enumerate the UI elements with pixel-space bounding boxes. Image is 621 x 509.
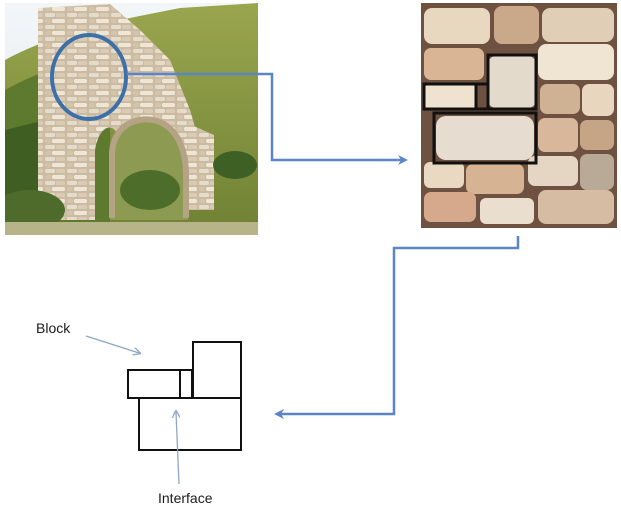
block-left: [127, 369, 193, 399]
block-schematic: [127, 341, 242, 451]
block-bottom: [138, 397, 242, 451]
arrow-right: [127, 72, 408, 165]
stone-arch-ruin-photo: [5, 3, 258, 235]
block-pointer: [85, 335, 139, 353]
interface-label: Interface: [158, 490, 213, 506]
circle-highlight: [50, 33, 128, 121]
block-top-right: [192, 341, 242, 399]
block-label: Block: [36, 320, 71, 336]
interface-pointer: [176, 412, 179, 485]
stone-wall-closeup-photo: [421, 3, 617, 228]
arrow-left: [274, 236, 520, 419]
